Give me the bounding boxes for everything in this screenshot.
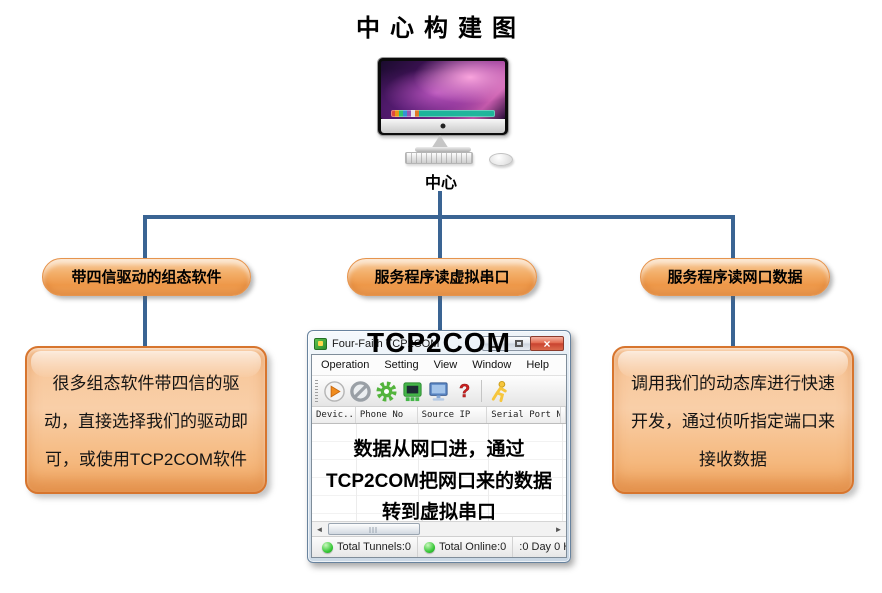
imac-stand [431, 135, 449, 149]
column-source-ip: Source IP [418, 407, 488, 423]
toolbar-separator [481, 380, 482, 402]
pill-scada-software: 带四信驱动的组态软件 [42, 258, 251, 296]
menu-view[interactable]: View [433, 359, 458, 371]
status-uptime-label: :0 Day 0 Hour 0 Minute [519, 541, 566, 553]
window-titlebar[interactable]: Four-Faith TCP2COM × [311, 333, 567, 354]
menu-help[interactable]: Help [526, 359, 549, 371]
page-title: 中心构建图 [356, 15, 526, 42]
connector-line-right-to-box [731, 296, 735, 346]
connector-line-left-to-box [143, 296, 147, 346]
menu-window[interactable]: Window [472, 359, 512, 371]
center-node-label: 中心 [424, 175, 457, 192]
keyboard [405, 152, 473, 164]
status-total-tunnels: Total Tunnels:0 [316, 537, 418, 557]
apple-logo-icon [440, 123, 446, 129]
scroll-right-arrow[interactable]: ► [554, 524, 563, 534]
close-button[interactable]: × [530, 336, 564, 351]
connector-line-mid-drop [438, 219, 442, 258]
stop-icon[interactable] [347, 378, 373, 404]
green-status-icon [322, 541, 333, 553]
column-divider [562, 424, 563, 521]
status-total-online: Total Online:0 [418, 537, 514, 557]
column-device: Devic... [312, 407, 356, 423]
app-icon [314, 337, 327, 350]
table-body [312, 424, 566, 521]
horizontal-scrollbar[interactable]: ◄ ► [312, 521, 566, 536]
monitor-icon[interactable] [425, 378, 451, 404]
help-icon[interactable]: ? [451, 378, 477, 404]
window-client-area: Operation Setting View Window Help [311, 354, 567, 558]
status-total-online-label: Total Online:0 [439, 541, 507, 553]
connector-line-left-drop [143, 219, 147, 258]
note-text-left: 很多组态软件带四信的驱动，直接选择我们的驱动即可，或使用TCP2COM软件 [44, 374, 248, 469]
imac-computer [377, 57, 509, 136]
status-uptime: :0 Day 0 Hour 0 Minute [513, 537, 566, 557]
toolbar-grip[interactable] [315, 380, 318, 402]
imac-base [415, 147, 471, 152]
connector-line-center-down [438, 191, 442, 217]
column-divider [418, 424, 419, 521]
pill-virtual-serial: 服务程序读虚拟串口 [347, 258, 537, 296]
svg-text:?: ? [458, 381, 469, 401]
device-icon[interactable] [399, 378, 425, 404]
tcp2com-window: TCP2COM Four-Faith TCP2COM × Operation S… [307, 327, 571, 563]
note-box-right: 调用我们的动态库进行快速开发，通过侦听指定端口来接收数据 [612, 346, 854, 494]
menu-bar: Operation Setting View Window Help [312, 355, 566, 376]
mouse [489, 153, 513, 166]
settings-gear-icon[interactable] [373, 378, 399, 404]
column-phone-no: Phone No [356, 407, 418, 423]
connector-line-right-drop [731, 219, 735, 258]
imac-display [381, 61, 505, 119]
scroll-left-arrow[interactable]: ◄ [315, 524, 324, 534]
note-text-right: 调用我们的动态库进行快速开发，通过侦听指定端口来接收数据 [631, 374, 835, 469]
scroll-thumb[interactable] [328, 523, 420, 535]
menu-setting[interactable]: Setting [384, 359, 419, 371]
status-total-tunnels-label: Total Tunnels:0 [337, 541, 411, 553]
column-serial-port: Serial Port No [487, 407, 561, 423]
imac-dock [390, 110, 496, 117]
window-title: Four-Faith TCP2COM [332, 337, 440, 350]
minimize-icon [490, 345, 499, 348]
column-divider [488, 424, 489, 521]
column-baud: Bau [561, 407, 566, 423]
exit-runner-icon[interactable] [486, 378, 512, 404]
connector-line-mid-to-window [438, 296, 442, 332]
connector-line-horizontal [143, 215, 735, 219]
pill-network-data: 服务程序读网口数据 [640, 258, 830, 296]
column-divider [356, 424, 357, 521]
green-status-icon [424, 541, 435, 553]
status-bar: Total Tunnels:0 Total Online:0 :0 Day 0 … [312, 536, 566, 557]
overlay-title-text: TCP2COM [367, 327, 511, 358]
start-icon[interactable] [321, 378, 347, 404]
table-header: Devic... Phone No Source IP Serial Port … [312, 407, 566, 424]
note-box-left: 很多组态软件带四信的驱动，直接选择我们的驱动即可，或使用TCP2COM软件 [25, 346, 267, 494]
imac-chin [381, 119, 505, 133]
menu-operation[interactable]: Operation [321, 359, 370, 371]
maximize-icon [514, 340, 523, 347]
toolbar: ? [312, 376, 566, 407]
